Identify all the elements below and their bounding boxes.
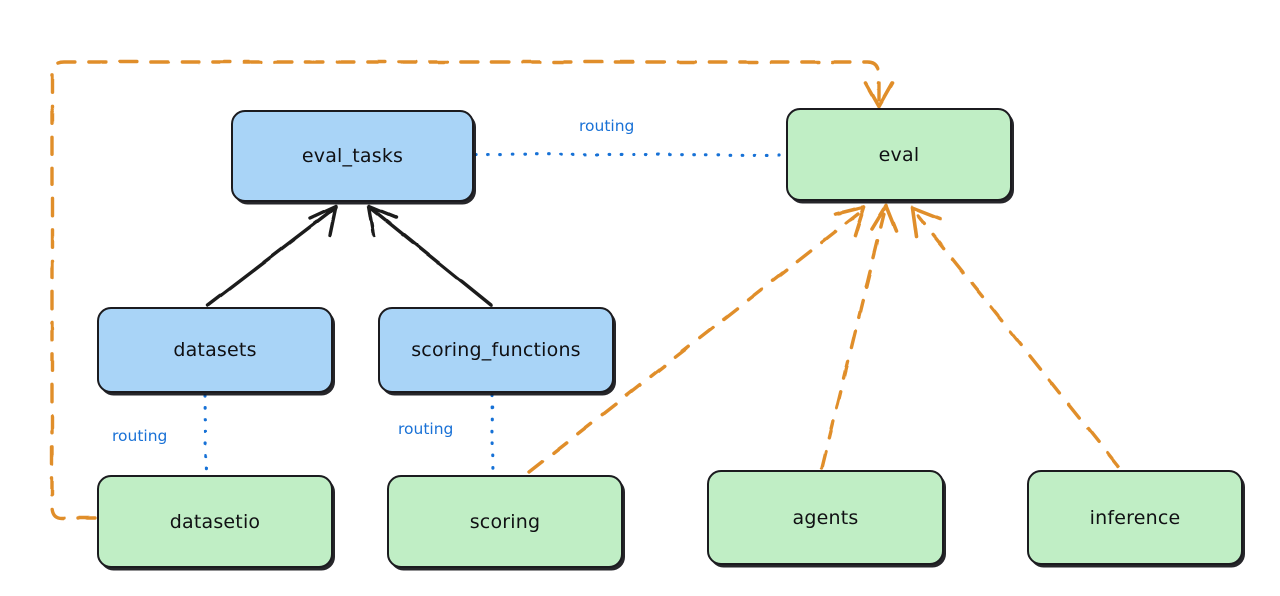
edge-scoring-functions-to-eval-tasks bbox=[367, 204, 493, 307]
node-label: inference bbox=[1089, 506, 1181, 529]
edge-routing-datasets-to-datasetio bbox=[203, 393, 208, 477]
edge-label-routing-datasets-datasetio: routing bbox=[112, 427, 168, 445]
node-scoring-functions[interactable]: scoring_functions bbox=[378, 307, 614, 393]
node-label: scoring bbox=[469, 510, 541, 533]
edge-datasetio-to-eval bbox=[50, 60, 894, 520]
node-label: datasets bbox=[173, 339, 257, 361]
node-scoring[interactable]: scoring bbox=[387, 475, 623, 568]
node-agents[interactable]: agents bbox=[707, 470, 944, 565]
edge-datasets-to-eval-tasks bbox=[206, 204, 338, 307]
node-label: eval_tasks bbox=[301, 145, 404, 167]
node-label: agents bbox=[792, 506, 859, 529]
edge-routing-eval-tasks-to-eval bbox=[474, 152, 787, 157]
edge-label-routing-scoring-functions-scoring: routing bbox=[398, 420, 454, 438]
edge-label-routing-eval-tasks-eval: routing bbox=[579, 117, 635, 135]
edge-inference-to-eval bbox=[910, 206, 1120, 468]
node-label: scoring_functions bbox=[411, 339, 581, 361]
node-datasetio[interactable]: datasetio bbox=[97, 475, 333, 568]
node-inference[interactable]: inference bbox=[1027, 470, 1243, 565]
node-label: datasetio bbox=[169, 510, 261, 533]
node-eval-tasks[interactable]: eval_tasks bbox=[231, 110, 474, 202]
edge-routing-scoring-functions-to-scoring bbox=[490, 393, 495, 477]
node-label: eval bbox=[878, 143, 920, 166]
edge-agents-to-eval bbox=[820, 204, 898, 470]
node-eval[interactable]: eval bbox=[786, 108, 1012, 201]
edge-scoring-to-eval bbox=[527, 205, 866, 474]
node-datasets[interactable]: datasets bbox=[97, 307, 333, 393]
